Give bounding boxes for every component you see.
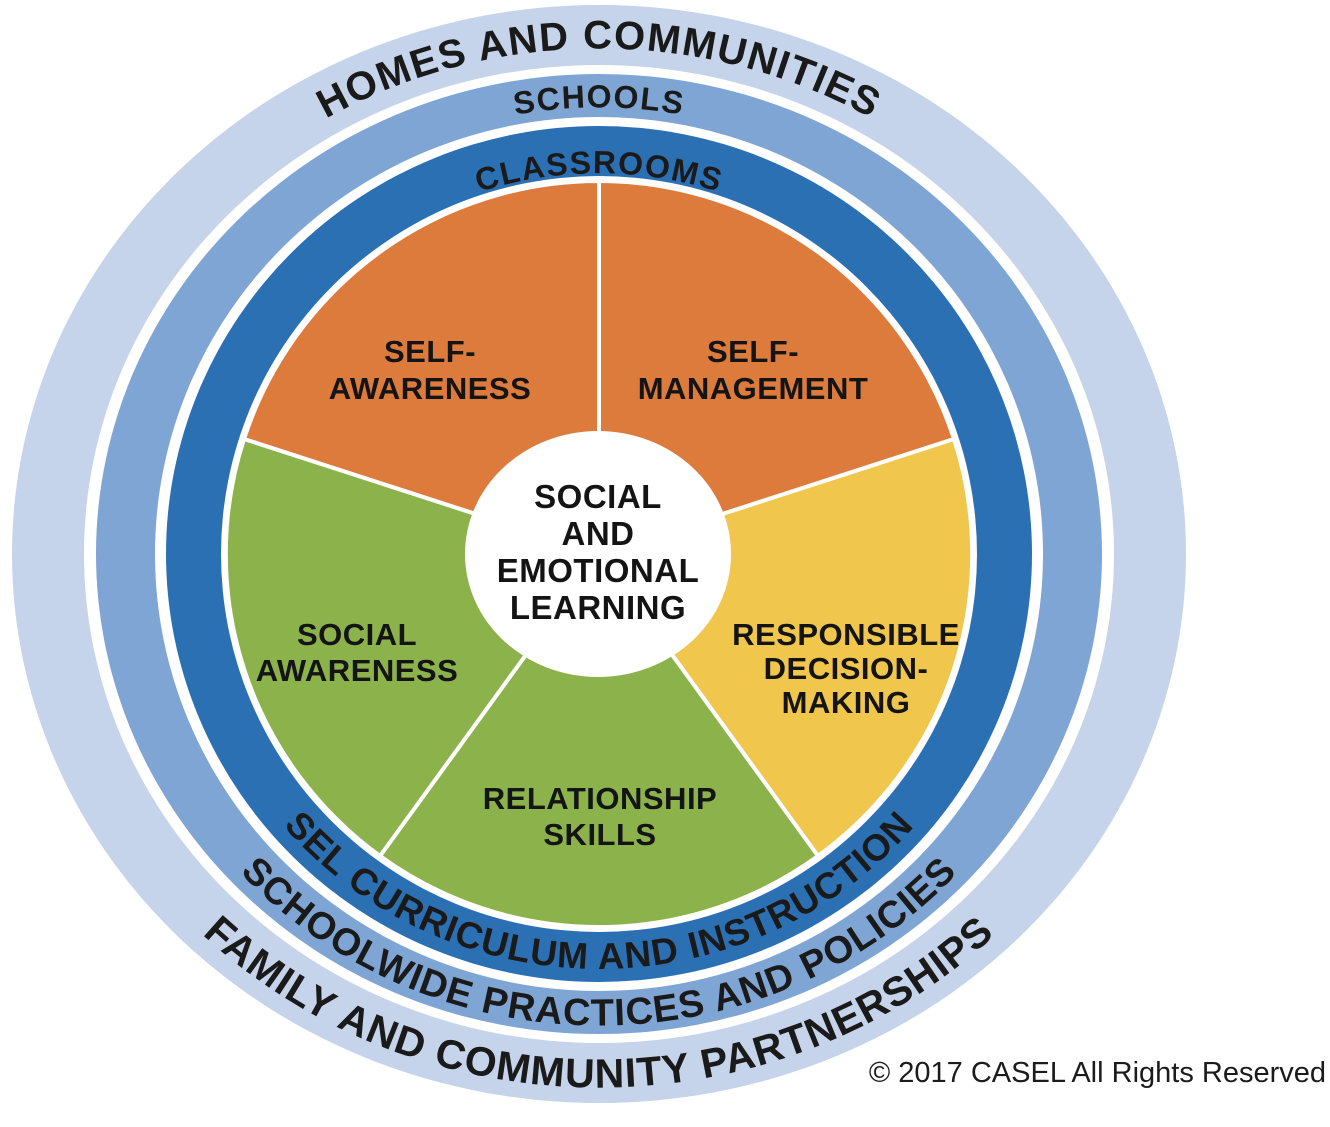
wedge-self-management bbox=[597, 179, 956, 556]
wedge-relationship-skills bbox=[378, 552, 820, 930]
wedge-relationship-skills-label-line-1: RELATIONSHIP bbox=[483, 781, 718, 816]
center-label-line-4: LEARNING bbox=[510, 589, 686, 626]
copyright-text: © 2017 CASEL All Rights Reserved bbox=[869, 1057, 1326, 1089]
wedge-self-awareness-label-line-1: SELF- bbox=[384, 334, 476, 369]
wedge-responsible-label-line-1: RESPONSIBLE bbox=[732, 617, 960, 652]
wedge-relationship-skills-label-line-2: SKILLS bbox=[543, 817, 656, 852]
wedge-self-awareness bbox=[242, 179, 601, 556]
wedge-responsible-label-line-2: DECISION- bbox=[764, 651, 929, 686]
wedge-social-awareness-label-line-1: SOCIAL bbox=[297, 617, 417, 652]
center-label-line-3: EMOTIONAL bbox=[497, 552, 699, 589]
center-label-line-1: SOCIAL bbox=[534, 478, 662, 515]
wedge-social-awareness-label-line-2: AWARENESS bbox=[256, 653, 459, 688]
wedge-self-management-label-line-1: SELF- bbox=[707, 334, 799, 369]
wedge-responsible-label-line-3: MAKING bbox=[782, 685, 911, 720]
center-label-line-2: AND bbox=[562, 515, 635, 552]
center-circle bbox=[465, 431, 731, 677]
wedge-self-awareness-label-line-2: AWARENESS bbox=[329, 371, 532, 406]
wedge-self-management-label-line-2: MANAGEMENT bbox=[638, 371, 869, 406]
